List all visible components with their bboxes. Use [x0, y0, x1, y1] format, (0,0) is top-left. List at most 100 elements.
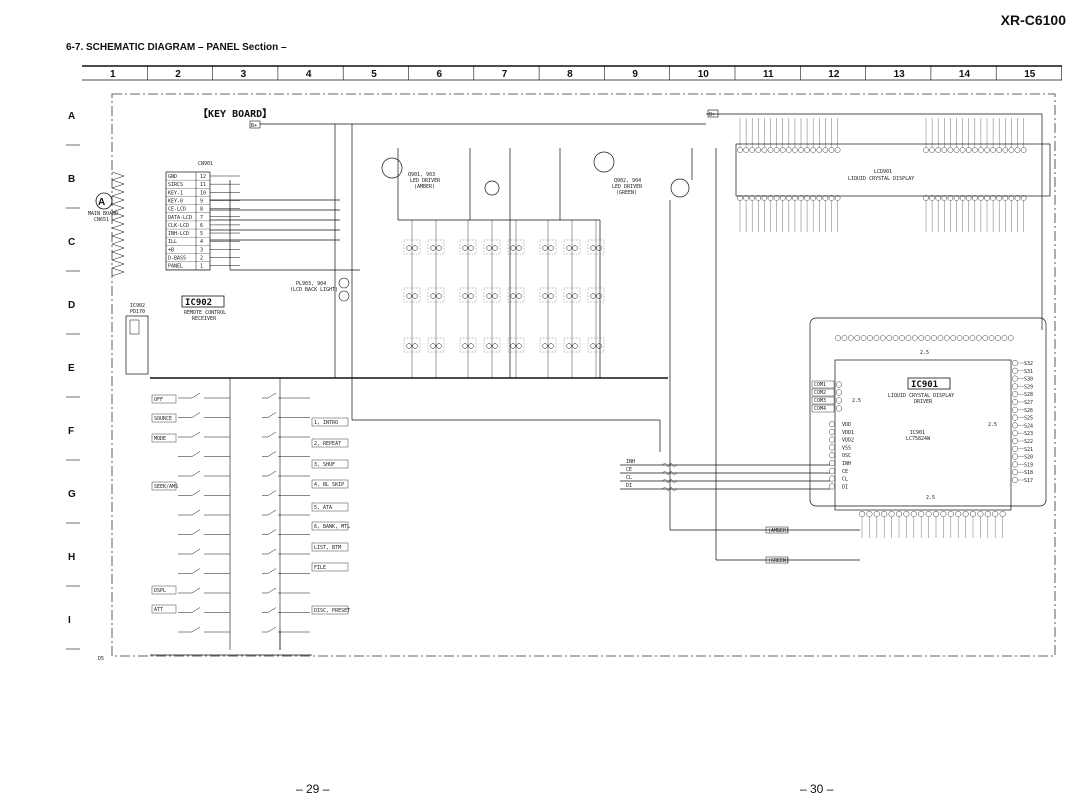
lcd-pin — [810, 195, 817, 201]
ic901-left-pin-label: INH — [842, 461, 851, 467]
main-board-marker-letter: A — [98, 197, 105, 208]
ic901-right-pin-label: S27 — [1024, 400, 1033, 406]
ribbon-segment — [111, 227, 125, 237]
lcd-pin — [972, 195, 978, 201]
lcd-pin — [786, 195, 792, 201]
lcd-pin — [749, 147, 756, 153]
ic-pin — [988, 335, 995, 341]
key-box — [151, 585, 177, 595]
ic-pin — [841, 335, 848, 341]
amber-line-label: (AMBER) — [768, 528, 789, 534]
function-box — [311, 562, 349, 572]
led-icon — [462, 245, 468, 251]
function-box — [311, 417, 349, 427]
ic901-right-pin-label: S28 — [1024, 392, 1033, 398]
ic901-right-pin-label: S26 — [1024, 408, 1033, 414]
column-label-15: 15 — [1024, 69, 1036, 80]
ic-pin — [999, 511, 1006, 518]
b-plus-marker — [249, 120, 261, 129]
board-outline — [111, 93, 1056, 657]
ic-pin — [829, 452, 836, 459]
lcd-pin — [834, 195, 841, 201]
pin-number: 8 — [200, 207, 203, 213]
ic-pin — [1012, 383, 1019, 390]
resistor-icon — [661, 486, 678, 492]
switch-icon — [178, 568, 230, 574]
ic901-left-pin-label: VDD1 — [842, 430, 854, 436]
led-icon — [542, 293, 548, 299]
lcd-pin — [743, 195, 749, 201]
led-icon — [566, 245, 572, 251]
column-label-11: 11 — [763, 69, 774, 80]
lcd-pins — [737, 118, 1027, 232]
key-box — [151, 413, 177, 423]
ic901-right-pin-label: S31 — [1024, 369, 1033, 375]
ic902-desc1: REMOTE CONTROL — [184, 310, 226, 316]
ic901-name: IC901 — [911, 380, 938, 390]
lcd-pin — [761, 195, 768, 201]
ic-pin — [976, 335, 982, 341]
led-icon — [412, 343, 418, 349]
ic-pin — [829, 421, 836, 428]
led-icon — [516, 293, 522, 299]
lcd-pin — [767, 195, 774, 201]
ic-pin — [1008, 335, 1014, 341]
row-label-I: I — [68, 615, 71, 626]
ic-pin — [984, 511, 991, 518]
pin-name: SIRCS — [168, 182, 183, 188]
ic-pin — [1012, 477, 1019, 484]
pin-name: PANEL — [168, 264, 183, 270]
pin-name: DATA-LCD — [168, 215, 192, 221]
ic-pin — [1012, 375, 1019, 382]
lamp-ref: PL903, 904 — [296, 281, 326, 287]
switch-icon — [262, 392, 310, 399]
row-label-G: G — [68, 489, 76, 500]
lcd-pin — [941, 147, 948, 153]
q901-desc1: LED DRIVER — [410, 178, 441, 184]
switch-icon — [178, 490, 230, 496]
ic-pin — [1012, 406, 1019, 413]
pin-name: INH-LCD — [168, 231, 189, 237]
led-icon — [510, 293, 516, 299]
function-label: LIST, BTM — [314, 545, 341, 551]
ic-pin — [836, 397, 843, 404]
model-number: XR-C6100 — [1000, 12, 1066, 28]
lcd-pin — [792, 147, 798, 153]
switch-icon — [178, 412, 230, 418]
column-label-4: 4 — [306, 69, 312, 80]
switch-icon — [262, 607, 310, 613]
switch-icon — [178, 431, 230, 438]
lcd-pin — [965, 195, 972, 201]
lcd-pin — [755, 147, 762, 153]
led-icon — [596, 245, 602, 251]
ic-pin — [836, 381, 843, 388]
lcd-pin — [990, 195, 996, 201]
ribbon-segment — [111, 179, 125, 189]
ribbon-segment — [111, 267, 125, 277]
ic-pin — [835, 335, 841, 341]
column-label-2: 2 — [175, 69, 181, 80]
column-label-6: 6 — [437, 69, 443, 80]
lcd-pin — [996, 195, 1003, 201]
switch-icon — [262, 568, 310, 574]
ic-pin — [892, 335, 899, 341]
ic901-left-pin-label: OSC — [842, 453, 851, 459]
function-box — [311, 502, 349, 512]
q902-desc2: (GREEN) — [616, 190, 637, 196]
function-label: DISC, PRESET — [314, 608, 350, 614]
ribbon-segment — [111, 195, 125, 205]
function-label: 5, ATA — [314, 505, 332, 511]
lcd-pin — [1020, 147, 1027, 153]
ic-pin — [912, 335, 918, 341]
ic901-right-pin-label: S18 — [1024, 470, 1033, 476]
ic902-name: IC902 — [185, 298, 212, 308]
switch-icon — [262, 509, 310, 516]
pin-name: D-BASS — [168, 256, 186, 262]
ic-pin — [899, 335, 905, 341]
pin-number: 6 — [200, 223, 203, 229]
main-board-cn: CN651 — [94, 217, 109, 223]
ic901-right-pin-label: S29 — [1024, 384, 1033, 390]
